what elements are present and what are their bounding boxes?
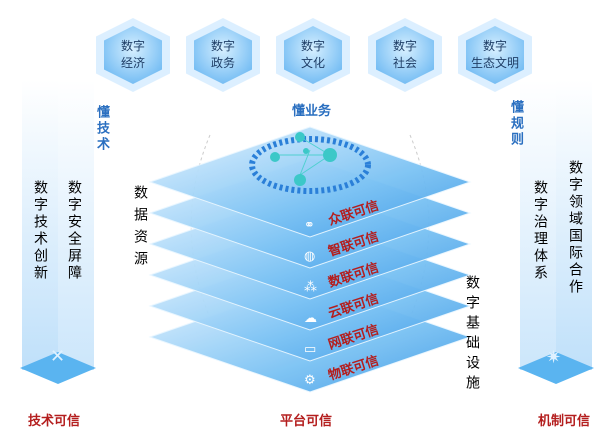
hexagon-item: 数字生态文明 <box>458 18 532 92</box>
right-column-label-2: 数字领域国际合作 <box>567 160 583 296</box>
heading-tech: 懂技术 <box>94 105 109 153</box>
right-column-1 <box>520 80 556 370</box>
network-icon <box>249 132 371 194</box>
platform-layer <box>148 126 472 238</box>
hexagon-line2: 政务 <box>210 56 235 70</box>
hexagon-item: 数字经济 <box>96 18 170 92</box>
iot-icon: ⚙ <box>304 373 316 388</box>
hexagon-line1: 数字 <box>120 39 145 53</box>
tools-pedestal-icon <box>20 352 96 384</box>
digital-infra-label: 数字基础设施 <box>464 275 480 395</box>
bottom-label-mechanism: 机制可信 <box>538 414 591 429</box>
gear-icon: ✷ <box>546 347 561 368</box>
cloud-icon: ☁ <box>304 311 317 326</box>
hexagon-line1: 数字 <box>300 39 325 53</box>
hexagon-line1: 数字 <box>210 39 235 53</box>
hexagon-line2: 社会 <box>392 56 417 70</box>
left-column-label-2: 数字安全屏障 <box>66 180 82 282</box>
data-resources-label: 数据资源 <box>132 185 148 273</box>
nodes-icon: ⁂ <box>304 280 317 295</box>
hexagon-item: 数字文化 <box>276 18 350 92</box>
heading-rules: 懂规则 <box>508 100 523 148</box>
right-column-label-1: 数字治理体系 <box>532 180 548 282</box>
bottom-label-tech: 技术可信 <box>28 414 81 429</box>
left-column-label-1: 数字技术创新 <box>32 180 48 282</box>
hexagon-item: 数字政务 <box>186 18 260 92</box>
link-icon: ⚭ <box>304 218 315 233</box>
hexagon-line2: 生态文明 <box>470 56 519 70</box>
heading-business: 懂业务 <box>292 104 332 119</box>
bottom-label-platform: 平台可信 <box>280 414 333 429</box>
gear-pedestal-icon <box>518 352 594 384</box>
globe-icon: ◍ <box>304 249 315 264</box>
laptop-icon: ▭ <box>304 342 316 357</box>
right-column-2 <box>556 80 592 370</box>
left-column-1 <box>22 80 58 370</box>
tools-icon: ✕ <box>50 346 65 367</box>
hexagon-line1: 数字 <box>392 39 417 53</box>
hexagon-item: 数字社会 <box>368 18 442 92</box>
left-column-2 <box>58 80 94 370</box>
hexagon-line2: 经济 <box>120 56 145 70</box>
hexagon-line1: 数字 <box>482 39 507 53</box>
hexagon-line2: 文化 <box>300 56 325 70</box>
